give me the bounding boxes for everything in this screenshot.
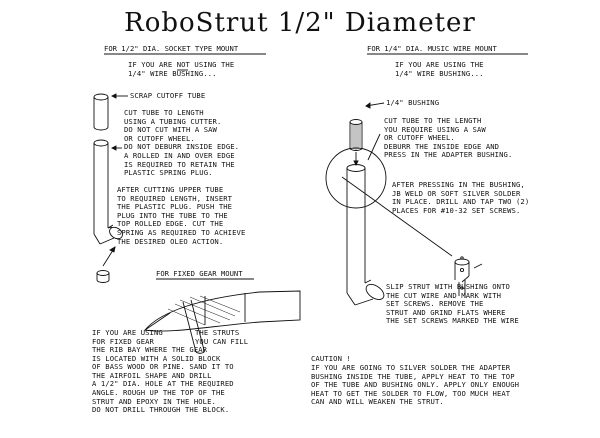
fixed-gear-header: FOR FIXED GEAR MOUNT — [156, 269, 243, 278]
right-intro-line-2: 1/4" WIRE BUSHING... — [395, 69, 484, 78]
left-cut-line-7: IS REQUIRED TO RETAIN THE — [124, 159, 235, 169]
fixed-line-7: STRUT AND EPOXY IN THE HOLE. — [92, 396, 216, 406]
left-after-instructions: AFTER CUTTING UPPER TUBE TO REQUIRED LEN… — [117, 185, 246, 246]
fixed-line-8: DO NOT DRILL THROUGH THE BLOCK. — [92, 405, 230, 415]
left-after-line-3: THE PLASTIC PLUG. PUSH THE — [117, 202, 233, 212]
wire-strut-tube — [346, 133, 385, 306]
slip-line-2: THE CUT WIRE AND MARK WITH — [386, 290, 502, 300]
right-after-instructions: AFTER PRESSING IN THE BUSHING, JB WELD O… — [392, 180, 530, 215]
right-cut-instructions: CUT TUBE TO THE LENGTH YOU REQUIRE USING… — [384, 116, 513, 160]
caution-line-2: BUSHING INSIDE THE TUBE, APPLY HEAT TO T… — [311, 371, 515, 381]
left-cut-line-2: USING A TUBING CUTTER. — [124, 116, 222, 126]
fixed-line-4: THE AIRFOIL SHAPE AND DRILL — [92, 370, 212, 380]
slip-instructions: SLIP STRUT WITH BUSHING ONTO THE CUT WIR… — [386, 282, 519, 326]
slip-line-3: SET SCREWS. REMOVE THE — [386, 299, 484, 309]
page-title: RoboStrut 1/2" Diameter — [124, 8, 476, 38]
plastic-plug — [96, 246, 116, 283]
left-after-line-1: AFTER CUTTING UPPER TUBE — [117, 185, 224, 194]
right-intro-line-1: IF YOU ARE USING THE — [395, 60, 484, 69]
scrap-cutoff-tube — [93, 93, 128, 131]
left-intro-line-2: 1/4" WIRE BUSHING... — [128, 69, 217, 78]
left-after-line-7: THE DESIRED OLEO ACTION. — [117, 236, 224, 246]
left-after-line-6: SPRING AS REQUIRED TO ACHIEVE — [117, 227, 246, 237]
fixed-line-5: A 1/2" DIA. HOLE AT THE REQUIRED — [92, 379, 234, 389]
slip-line-5: THE SET SCREWS MARKED THE WIRE — [386, 316, 519, 326]
left-cut-line-4: OR CUTOFF WHEEL. — [124, 133, 195, 143]
right-cut-line-4: DEBURR THE INSIDE EDGE AND — [384, 141, 500, 151]
left-after-line-5: TOP ROLLED EDGE. CUT THE — [117, 219, 224, 229]
left-cut-line-8: PLASTIC SPRING PLUG. — [124, 168, 213, 178]
caution-line-3: OF THE TUBE AND BUSHING ONLY. APPLY ONLY… — [311, 380, 520, 390]
fixed-line-3: OF BASS WOOD OR PINE. SAND IT TO — [92, 362, 234, 372]
right-cut-line-1: CUT TUBE TO THE LENGTH — [384, 116, 482, 125]
right-cut-line-3: OR CUTOFF WHEEL. — [384, 133, 455, 143]
left-cut-line-3: DO NOT CUT WITH A SAW — [124, 125, 217, 135]
caution-line-5: CAN AND WILL WEAKEN THE STRUT. — [311, 397, 444, 407]
socket-tube — [93, 139, 123, 245]
left-section-header: FOR 1/2" DIA. SOCKET TYPE MOUNT — [104, 44, 239, 53]
left-cut-line-5: DO NOT DEBURR INSIDE EDGE. — [124, 142, 240, 152]
fixed-left-line-1: IF YOU ARE USING — [92, 328, 163, 337]
left-cut-line-6: A ROLLED IN AND OVER EDGE — [124, 150, 235, 160]
right-after-line-4: PLACES FOR #10-32 SET SCREWS. — [392, 205, 521, 215]
left-after-line-2: TO REQUIRED LENGTH, INSERT — [117, 193, 233, 203]
right-cut-line-2: YOU REQUIRE USING A SAW — [384, 124, 486, 134]
left-cut-instructions: CUT TUBE TO LENGTH USING A TUBING CUTTER… — [124, 108, 240, 178]
set-screw-detail — [341, 176, 483, 298]
fixed-right-line-1: THE STRUTS — [195, 328, 240, 337]
right-section-header: FOR 1/4" DIA. MUSIC WIRE MOUNT — [367, 44, 497, 53]
bushing-label: 1/4" BUSHING — [386, 98, 440, 107]
fixed-line-6: ANGLE. ROUGH UP THE TOP OF THE — [92, 387, 225, 397]
left-intro-line-1: IF YOU ARE NOT USING THE — [128, 60, 235, 69]
right-cut-line-5: PRESS IN THE ADAPTER BUSHING. — [384, 150, 513, 160]
fixed-left-line-2: FOR FIXED GEAR — [92, 336, 154, 346]
caution-title: CAUTION ! — [311, 354, 351, 363]
right-after-line-3: IN PLACE. DRILL AND TAP TWO (2) — [392, 197, 530, 207]
fixed-left-text: IF YOU ARE USING FOR FIXED GEAR — [92, 328, 163, 346]
wire-bushing — [349, 102, 385, 167]
fixed-right-text: THE STRUTS YOU CAN FILL — [195, 328, 249, 346]
right-after-line-2: JB WELD OR SOFT SILVER SOLDER — [392, 188, 521, 198]
slip-line-4: STRUT AND GRIND FLATS WHERE — [386, 307, 506, 317]
caution-line-1: IF YOU ARE GOING TO SILVER SOLDER THE AD… — [311, 363, 511, 372]
scrap-cutoff-label: SCRAP CUTOFF TUBE — [130, 91, 206, 100]
fixed-line-2: IS LOCATED WITH A SOLID BLOCK — [92, 353, 221, 363]
right-after-line-1: AFTER PRESSING IN THE BUSHING, — [392, 180, 525, 189]
left-after-line-4: PLUG INTO THE TUBE TO THE — [117, 210, 228, 220]
fixed-gear-instructions: THE RIB BAY WHERE THE GEAR IS LOCATED WI… — [92, 345, 234, 415]
fixed-line-1: THE RIB BAY WHERE THE GEAR — [92, 345, 208, 354]
caution-line-4: HEAT TO GET THE SOLDER TO FLOW, TOO MUCH… — [311, 388, 511, 398]
detail-circle — [325, 147, 387, 209]
left-cut-line-1: CUT TUBE TO LENGTH — [124, 108, 204, 117]
wing-section — [144, 290, 301, 354]
fixed-right-line-2: YOU CAN FILL — [195, 336, 249, 346]
slip-line-1: SLIP STRUT WITH BUSHING ONTO — [386, 282, 510, 291]
caution-text: IF YOU ARE GOING TO SILVER SOLDER THE AD… — [311, 363, 520, 407]
